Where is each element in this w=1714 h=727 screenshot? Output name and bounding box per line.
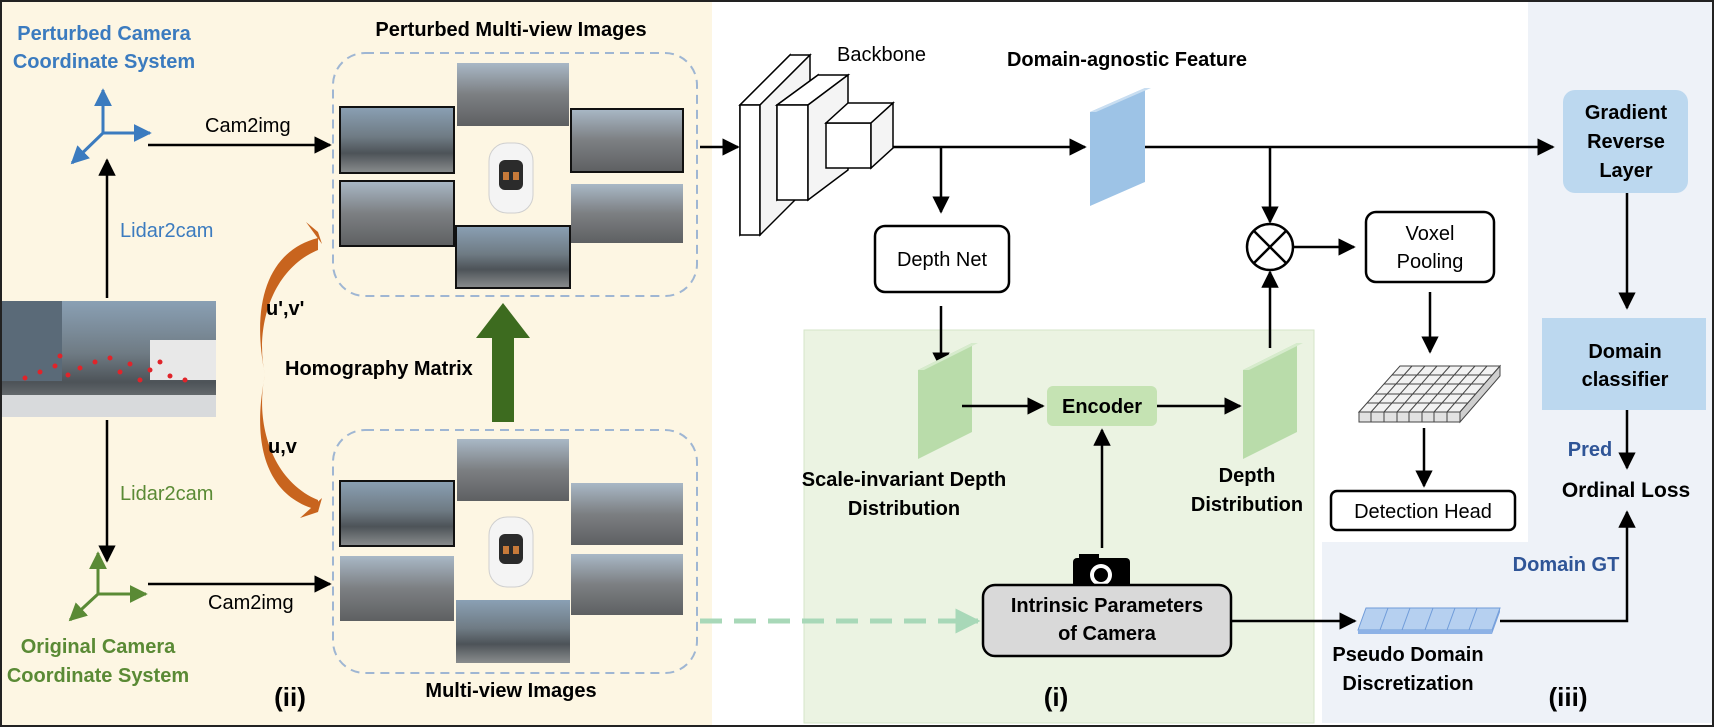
voxel-pooling-box: [1364, 210, 1496, 284]
depth-net-label: Depth Net: [897, 249, 987, 271]
original-camera-views: [339, 439, 683, 663]
cam2img-top-label: Cam2img: [205, 115, 291, 137]
original-cs-label-1: Original Camera: [21, 636, 176, 658]
domain-agnostic-label: Domain-agnostic Feature: [1007, 49, 1247, 71]
domain-agnostic-feature-block: [1090, 88, 1151, 206]
camera-icon: [1073, 554, 1130, 591]
bev-grid-icon: [1357, 364, 1502, 424]
backbone-blocks: [738, 53, 895, 237]
cam2img-bottom-label: Cam2img: [208, 592, 294, 614]
scale-invariant-label-1: Scale-invariant Depth: [802, 469, 1007, 491]
domain-classifier-box: [1542, 318, 1706, 410]
pseudo-domain-label-1: Pseudo Domain: [1332, 644, 1483, 666]
backbone-label: Backbone: [837, 44, 926, 66]
scale-invariant-label-2: Distribution: [848, 498, 960, 520]
perturbed-images-group: [332, 52, 698, 297]
encoder-box: [1047, 386, 1157, 426]
domain-classifier-label-2: classifier: [1582, 369, 1669, 391]
homography-label: Homography Matrix: [285, 358, 473, 380]
u-label: u,v: [268, 436, 298, 458]
lidar-projection-image: [2, 301, 216, 417]
domain-gt-label: Domain GT: [1513, 554, 1620, 576]
ordinal-loss-label: Ordinal Loss: [1562, 479, 1690, 502]
perturbed-camera-views: [339, 63, 684, 289]
car-top-view-icon-2: [488, 516, 534, 588]
intrinsic-label-1: Intrinsic Parameters: [1011, 595, 1203, 617]
multiply-operator-icon: [1245, 222, 1295, 272]
detection-head-label: Detection Head: [1354, 501, 1492, 523]
multiview-images-group: [332, 429, 698, 674]
u-prime-label: u',v': [266, 298, 304, 320]
lidar2cam-bottom-label: Lidar2cam: [120, 483, 213, 505]
domain-classifier-label-1: Domain: [1588, 341, 1661, 363]
voxel-label-1: Voxel: [1406, 223, 1455, 245]
perturbed-images-title: Perturbed Multi-view Images: [375, 19, 646, 41]
original-axes-icon: [68, 551, 148, 622]
encoder-label: Encoder: [1062, 396, 1142, 418]
gradient-reverse-layer-box: [1563, 90, 1688, 193]
intrinsic-label-2: of Camera: [1058, 623, 1157, 645]
homography-arrows: [260, 222, 322, 518]
pseudo-domain-label-2: Discretization: [1342, 673, 1473, 695]
panel-iii-background-top: [1528, 2, 1712, 542]
car-top-view-icon: [488, 142, 534, 214]
detection-head-box: [1329, 489, 1517, 532]
multiview-images-title: Multi-view Images: [425, 680, 596, 702]
depth-net-box: [873, 224, 1011, 294]
section-iii-label: (iii): [1549, 682, 1588, 712]
lidar2cam-top-label: Lidar2cam: [120, 220, 213, 242]
scale-invariant-depth-block: [918, 343, 978, 459]
section-i-label: (i): [1044, 682, 1069, 712]
voxel-label-2: Pooling: [1397, 251, 1464, 273]
depth-distribution-label-2: Distribution: [1191, 494, 1303, 516]
pseudo-domain-bins-icon: [1357, 607, 1501, 634]
section-ii-label: (ii): [274, 682, 306, 712]
depth-distribution-block: [1243, 343, 1303, 459]
grl-label-2: Reverse: [1587, 131, 1665, 153]
original-cs-label-2: Coordinate System: [7, 665, 189, 687]
depth-distribution-label-1: Depth: [1219, 465, 1276, 487]
perturbed-axes-icon: [70, 88, 152, 165]
perturbed-cs-label-1: Perturbed Camera: [17, 23, 191, 45]
pseudo-to-loss-arrow: [1500, 510, 1636, 623]
pred-label: Pred: [1568, 439, 1612, 461]
perturbed-cs-label-2: Coordinate System: [13, 51, 195, 73]
perturbation-up-arrow: [476, 303, 530, 422]
grl-label-1: Gradient: [1585, 102, 1668, 124]
grl-label-3: Layer: [1599, 160, 1653, 182]
